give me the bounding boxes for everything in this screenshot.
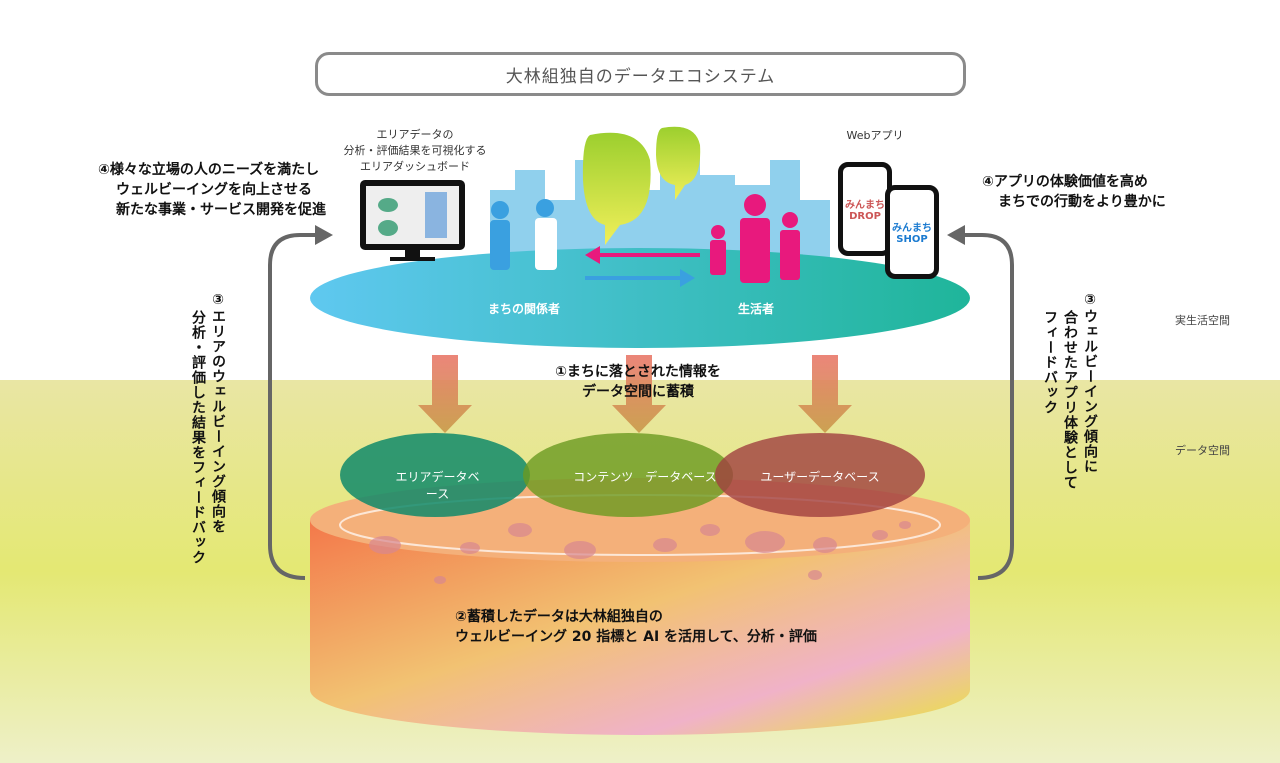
real-space-label: 実生活空間 <box>1175 314 1230 327</box>
note-line: ③エリアのウェルビーイング傾向を <box>210 292 226 534</box>
note-line: ④様々な立場の人のニーズを満たし <box>98 162 320 178</box>
note-line: ②蓄積したデータは大林組独自の <box>455 609 663 625</box>
residents-label: 生活者 <box>738 302 775 316</box>
dashboard-caption: エリアデータの 分析・評価結果を可視化する エリアダッシュボード <box>330 127 500 175</box>
speech-bubble-small <box>656 126 701 200</box>
caption-line: 分析・評価結果を可視化する <box>343 144 487 157</box>
note-line: ④アプリの体験価値を高め <box>982 174 1148 190</box>
data-cylinder <box>310 520 970 735</box>
caption-line: エリアダッシュボード <box>360 160 470 173</box>
area-database-shape <box>340 433 530 517</box>
note-line: データ空間に蓄積 <box>582 384 694 400</box>
step3-left-note: ③エリアのウェルビーイング傾向を 分析・評価した結果をフィードバック <box>188 292 228 582</box>
data-space-label: データ空間 <box>1175 444 1230 457</box>
note-line: ウェルビーイングを向上させる <box>116 182 312 198</box>
note-line: フィードバック <box>1042 310 1058 415</box>
resident-figures <box>710 194 800 283</box>
webapp-caption: Webアプリ <box>846 129 904 142</box>
note-line: ①まちに落とされた情報を <box>555 364 721 380</box>
note-line: ③ウェルビーイング傾向に <box>1082 292 1098 474</box>
content-database-shape <box>523 433 733 517</box>
content-database-label: コンテンツ データベース <box>573 470 717 484</box>
note-line: 合わせたアプリ体験として <box>1062 310 1078 490</box>
left-feedback-arrow <box>268 233 318 580</box>
app-drop-phone: みんまち DROP <box>838 162 892 256</box>
right-feedback-arrow <box>962 233 1014 580</box>
accumulate-arrows <box>418 355 852 433</box>
page-title: 大林組独自のデータエコシステム <box>315 52 966 96</box>
step3-right-note: ③ウェルビーイング傾向に 合わせたアプリ体験として フィードバック <box>1040 292 1100 512</box>
user-database-shape <box>715 433 925 517</box>
app-shop-phone: みんまち SHOP <box>885 185 939 279</box>
speech-bubble-large <box>582 132 651 245</box>
data-bubbles <box>369 521 911 584</box>
step1-note: ①まちに落とされた情報を データ空間に蓄積 <box>548 362 728 402</box>
caption-line: エリアデータの <box>376 128 454 141</box>
note-line: 新たな事業・サービス開発を促進 <box>116 202 326 218</box>
step4-right-note: ④アプリの体験価値を高め まちでの行動をより豊かに <box>982 172 1166 212</box>
stakeholders-label: まちの関係者 <box>488 302 561 316</box>
stakeholder-figures <box>490 199 557 270</box>
step2-note: ②蓄積したデータは大林組独自の ウェルビーイング 20 指標と AI を活用して… <box>455 607 817 647</box>
note-line: まちでの行動をより豊かに <box>998 194 1166 210</box>
dashboard-monitor <box>360 180 465 261</box>
user-database-label: ユーザーデータベース <box>760 470 880 484</box>
real-life-platform <box>310 248 970 348</box>
exchange-arrows <box>585 246 700 287</box>
step4-left-note: ④様々な立場の人のニーズを満たし ウェルビーイングを向上させる 新たな事業・サー… <box>98 160 326 220</box>
note-line: ウェルビーイング 20 指標と AI を活用して、分析・評価 <box>455 629 817 645</box>
area-database-label: エリアデータベース <box>395 470 480 501</box>
note-line: 分析・評価した結果をフィードバック <box>190 310 206 565</box>
